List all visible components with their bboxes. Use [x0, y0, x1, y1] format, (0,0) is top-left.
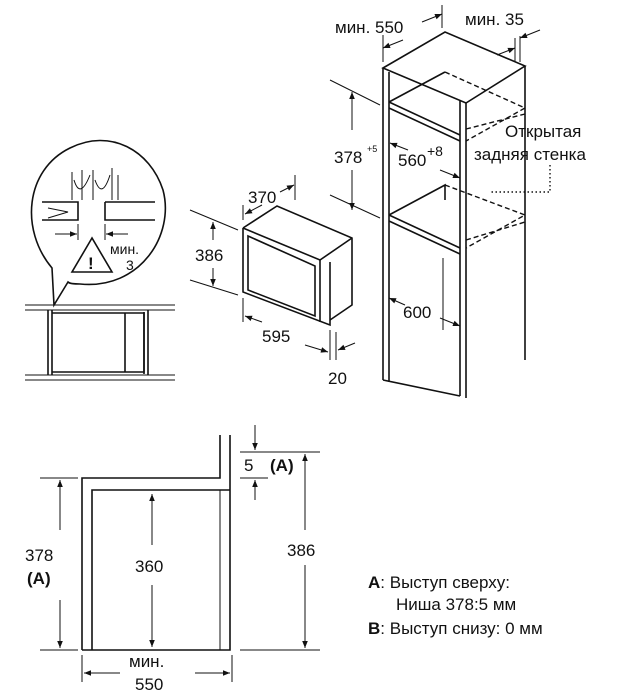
- dim-ext-35: [514, 36, 521, 62]
- label-min-550: мин. 550: [335, 18, 403, 37]
- legend-b-text: : Выступ снизу: 0 мм: [380, 619, 542, 638]
- dim-arrow-550b: [421, 13, 443, 23]
- label-section-550: 550: [135, 675, 163, 694]
- dim-arrow-35a: [496, 47, 516, 56]
- dim-arrow-595a: [244, 315, 263, 323]
- label-section-386: 386: [287, 541, 315, 560]
- label-gap-min: мин.: [110, 241, 139, 257]
- legend-b-key: B: [368, 619, 380, 638]
- dim-ext-378: [329, 79, 381, 219]
- label-open-back-1: Открытая: [505, 122, 581, 141]
- legend-a-text: : Выступ сверху:: [380, 573, 510, 592]
- tall-cabinet: [381, 31, 527, 398]
- label-20: 20: [328, 369, 347, 388]
- label-560: 560: [398, 151, 426, 170]
- dim-arrow-550a: [382, 39, 404, 49]
- svg-text:!: !: [88, 254, 94, 273]
- legend-b: B: Выступ снизу: 0 мм: [368, 619, 543, 638]
- label-370: 370: [248, 188, 276, 207]
- dim-ext-595: [242, 298, 337, 360]
- label-5: 5: [244, 456, 253, 475]
- label-360: 360: [135, 557, 163, 576]
- dim-arrow-595b: [304, 344, 329, 353]
- dim-ext-386-section: [240, 451, 320, 651]
- dim-arrow-600b: [439, 317, 461, 327]
- label-section-min: мин.: [129, 652, 164, 671]
- legend-a-text2: Ниша 378:5 мм: [396, 595, 516, 614]
- dim-arrow-35b: [519, 29, 541, 39]
- legend-a-key: A: [368, 573, 380, 592]
- dim-ext-550: [382, 5, 443, 62]
- section-profile: [81, 435, 231, 651]
- label-5-ref: (A): [270, 456, 294, 475]
- dim-arrow-600a: [388, 297, 406, 306]
- dim-arrow-370b: [279, 184, 295, 193]
- dim-arrow-20: [337, 342, 356, 351]
- label-560-tol: +8: [427, 143, 443, 159]
- label-386: 386: [195, 246, 223, 265]
- dim-arrow-560a: [389, 142, 409, 151]
- legend-a: A: Выступ сверху:: [368, 573, 510, 592]
- dim-ext-386: [189, 209, 239, 296]
- detail-callout: ! мин. 3: [30, 139, 167, 308]
- detail-cabinet: [25, 304, 175, 381]
- open-back-leader: [490, 165, 551, 193]
- label-378-tol: +5: [367, 144, 377, 154]
- warning-icon: !: [70, 236, 114, 273]
- dim-arrow-370a: [244, 204, 263, 215]
- label-section-378: 378: [25, 546, 53, 565]
- label-open-back-2: задняя стенка: [474, 145, 586, 164]
- legend: A: Выступ сверху: Ниша 378:5 мм B: Высту…: [368, 573, 543, 638]
- dim-arrow-560b: [439, 169, 461, 179]
- label-min-35: мин. 35: [465, 10, 524, 29]
- label-gap-3: 3: [126, 257, 134, 273]
- dim-ext-section: [40, 477, 233, 682]
- dim-ext-370: [242, 175, 296, 220]
- label-595: 595: [262, 327, 290, 346]
- label-section-378-ref: (A): [27, 569, 51, 588]
- built-in-oven: [242, 205, 353, 327]
- label-378: 378: [334, 148, 362, 167]
- label-600: 600: [403, 303, 431, 322]
